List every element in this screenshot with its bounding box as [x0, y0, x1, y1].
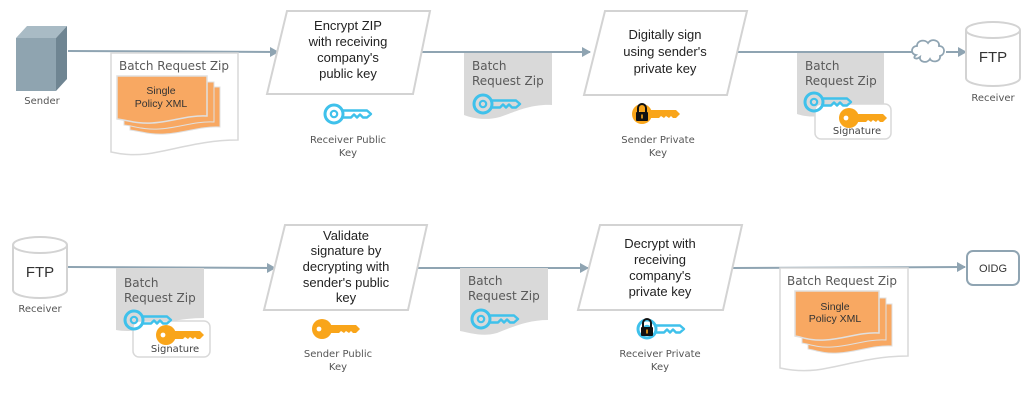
signature-label: Signature — [833, 126, 881, 137]
xml-label-line2: Policy XML — [809, 313, 862, 325]
key-label: Receiver Private — [619, 349, 700, 360]
process-parallelogram — [576, 224, 744, 311]
zip-title: Batch Request Zip — [119, 59, 229, 73]
flow-arrow — [67, 46, 279, 57]
ftp-receiver: FTP Receiver — [12, 236, 68, 315]
key-label: Key — [651, 362, 669, 373]
signed-zip: Batch Request Zip Signature — [116, 268, 211, 358]
oidg-label: OIDG — [979, 263, 1007, 275]
sender-label: Sender — [24, 96, 60, 107]
step-text-line: sender's public — [303, 275, 390, 290]
flow-arrow — [67, 262, 276, 273]
zip-title-line2: Request Zip — [468, 289, 540, 303]
step-text-line: receiving — [634, 252, 686, 267]
xml-label-line2: Policy XML — [135, 98, 188, 110]
zip-title-line1: Batch — [805, 59, 840, 73]
key-label: Key — [649, 148, 667, 159]
orange-key-icon — [312, 319, 360, 339]
cloud-icon — [911, 39, 945, 63]
signed-zip: Batch Request Zip Signature — [797, 53, 892, 140]
xml-files-stack: Single Policy XML — [794, 290, 893, 354]
key-label: Key — [339, 148, 357, 159]
step-text-line: decrypting with — [303, 259, 390, 274]
process-parallelogram — [265, 10, 432, 95]
step-text-line: company's — [629, 268, 691, 283]
receiver-label: Receiver — [18, 304, 62, 315]
zip-title-line2: Request Zip — [472, 74, 544, 88]
step-decrypt: Decrypt with receiving company's private… — [576, 224, 744, 373]
step-text-line: private key — [634, 61, 697, 76]
xml-label-line1: Single — [820, 301, 849, 313]
blue-key-icon — [323, 103, 373, 125]
receiver-label: Receiver — [971, 93, 1015, 104]
step-text-line: Encrypt ZIP — [314, 18, 382, 33]
process-parallelogram — [262, 224, 429, 311]
ftp-label: FTP — [26, 264, 54, 281]
database-icon — [965, 21, 1021, 87]
step-text-line: Digitally sign — [629, 27, 702, 42]
step-text-line: Validate — [323, 228, 369, 243]
step-text-line: with receiving — [308, 34, 388, 49]
encrypted-zip: Batch Request Zip — [460, 268, 548, 335]
signature-card: Signature — [132, 320, 211, 358]
blue-locked-key-icon — [636, 318, 686, 340]
zip-title-line1: Batch — [472, 59, 507, 73]
xml-files-stack: Single Policy XML — [116, 75, 221, 135]
top-flow: Sender Batch Request Zip Single Policy X… — [16, 10, 1021, 159]
zip-title: Batch Request Zip — [787, 274, 897, 288]
step-text-line: company's — [317, 50, 379, 65]
step-text-line: private key — [629, 284, 692, 299]
key-label: Sender Public — [304, 349, 372, 360]
signature-label: Signature — [151, 344, 199, 355]
sender-server: Sender — [16, 26, 67, 107]
zip-title-line1: Batch — [468, 274, 503, 288]
ftp-receiver: FTP Receiver — [965, 21, 1021, 104]
bottom-flow: FTP Receiver Batch Request Zip Signature… — [12, 224, 1020, 373]
step-text-line: using sender's — [623, 44, 707, 59]
key-label: Receiver Public — [310, 135, 386, 146]
step-text-line: key — [336, 290, 357, 305]
zip-title-line2: Request Zip — [124, 291, 196, 305]
oidg-destination: OIDG — [966, 250, 1020, 286]
database-icon — [12, 236, 68, 299]
process-parallelogram — [582, 10, 749, 96]
key-label: Sender Private — [621, 135, 695, 146]
ftp-label: FTP — [979, 49, 1007, 66]
zip-title-line1: Batch — [124, 276, 159, 290]
encrypted-zip: Batch Request Zip — [464, 53, 552, 119]
xml-label-line1: Single — [146, 85, 175, 97]
signature-card: Signature — [814, 103, 892, 140]
batch-zip-document: Batch Request Zip Single Policy XML — [779, 267, 909, 372]
step-text-line: Decrypt with — [624, 236, 696, 251]
step-validate: Validate signature by decrypting with se… — [262, 224, 429, 373]
zip-title-line2: Request Zip — [805, 74, 877, 88]
step-sign: Digitally sign using sender's private ke… — [582, 10, 749, 159]
server-icon — [16, 26, 67, 91]
batch-zip-document: Batch Request Zip Single Policy XML — [110, 52, 239, 156]
orange-locked-key-icon — [632, 103, 680, 124]
step-encrypt: Encrypt ZIP with receiving company's pub… — [265, 10, 432, 159]
step-text-line: public key — [319, 66, 377, 81]
step-text-line: signature by — [311, 243, 382, 258]
key-label: Key — [329, 362, 347, 373]
